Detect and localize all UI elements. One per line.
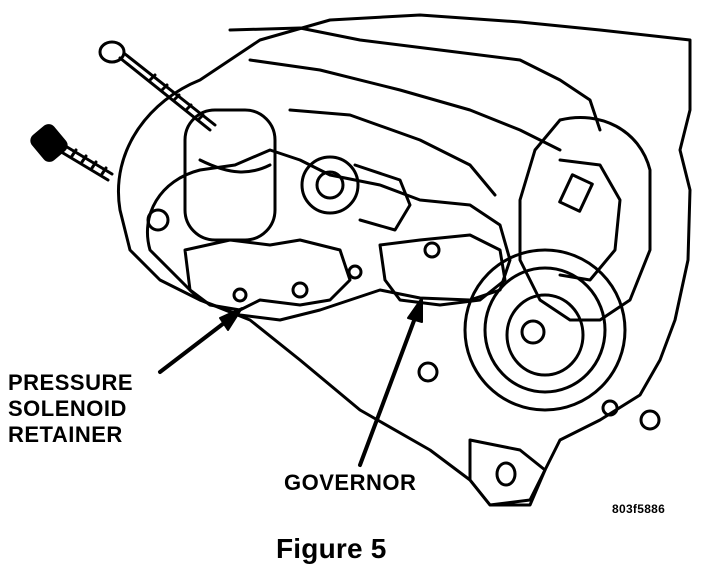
mount-foot (468, 438, 547, 507)
valve-body-edge (248, 58, 562, 152)
valve-body-top (228, 26, 602, 132)
output-housing-outer (463, 248, 627, 412)
case-outline (117, 13, 692, 507)
case-boss-1 (146, 208, 170, 232)
crossmember (518, 115, 652, 322)
long-bolt-lower (30, 124, 114, 182)
output-yoke-hole (520, 319, 546, 345)
valve-body-lower (288, 108, 497, 197)
mount-foot-hole (495, 461, 517, 487)
pressure-solenoid-retainer-label: PRESSURE SOLENOID RETAINER (8, 370, 133, 448)
leader-pressure-solenoid (158, 307, 243, 374)
governor-bolt-inner (315, 170, 345, 200)
governor-bolt-outer (300, 155, 360, 215)
governor-bolt-body (353, 163, 412, 232)
pressure-label-line-3: RETAINER (8, 421, 123, 447)
pressure-label-line-2: SOLENOID (8, 395, 127, 421)
retainer-bolt-3 (347, 264, 363, 280)
retainer-bolt-2 (291, 281, 309, 299)
figure-caption: Figure 5 (276, 533, 387, 564)
governor-label: GOVERNOR (284, 470, 417, 495)
long-bolt-upper (98, 40, 217, 132)
retainer-bracket (183, 238, 352, 312)
crossmember-bolt (558, 173, 594, 213)
case-boss-2 (639, 409, 661, 431)
case-boss-3 (601, 399, 619, 417)
governor-bolt-a (423, 241, 441, 259)
solenoid-seam (198, 158, 272, 174)
solenoid-body (183, 108, 277, 242)
governor-plate (378, 233, 507, 307)
crossmember-inner (558, 158, 622, 282)
retainer-bolt-1 (232, 287, 248, 303)
pressure-label-line-1: PRESSURE (8, 370, 134, 395)
image-code-label: 803f5886 (612, 502, 666, 516)
case-flange (145, 148, 512, 322)
governor-bolt-b (417, 361, 439, 383)
output-seal (505, 293, 585, 377)
leader-governor (358, 297, 423, 467)
output-housing-mid (483, 266, 607, 394)
